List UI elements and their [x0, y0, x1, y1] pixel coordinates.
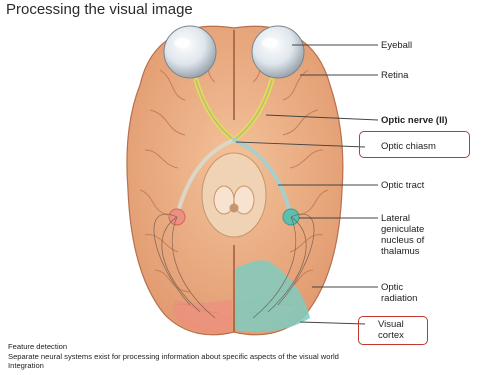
eyeball-right — [252, 26, 304, 78]
label-optic-nerve: Optic nerve (II) — [381, 115, 448, 126]
label-radiation-line2: radiation — [381, 293, 417, 304]
caption-line3: Integration — [8, 361, 339, 371]
caption-line1: Feature detection — [8, 342, 339, 352]
label-lgn-line3: nucleus of — [381, 235, 424, 246]
caption: Feature detection Separate neural system… — [8, 342, 339, 371]
label-lgn-line2: geniculate — [381, 224, 424, 235]
label-cortex-line1: Visual — [378, 319, 404, 330]
label-eyeball: Eyeball — [381, 40, 412, 51]
label-lgn-line1: Lateral — [381, 213, 410, 224]
label-optic-tract: Optic tract — [381, 180, 424, 191]
label-radiation-line1: Optic — [381, 282, 403, 293]
label-optic-chiasm: Optic chiasm — [381, 141, 436, 152]
label-retina: Retina — [381, 70, 408, 81]
brainstem — [202, 153, 266, 237]
label-cortex-line2: cortex — [378, 330, 404, 341]
caption-line2: Separate neural systems exist for proces… — [8, 352, 339, 362]
eyeball-left — [164, 26, 216, 78]
label-lgn-line4: thalamus — [381, 246, 420, 257]
